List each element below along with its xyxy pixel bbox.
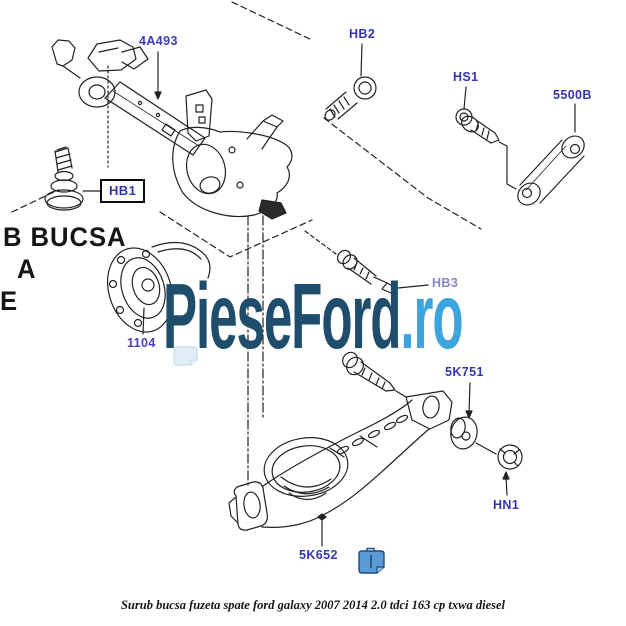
- bolt-hb3-drawing: [336, 249, 429, 294]
- construction-lines: [11, 1, 482, 488]
- cutoff-text-line2: A: [17, 254, 37, 284]
- part-label-bushing: 5K751: [445, 365, 484, 379]
- part-label-link: 5500B: [553, 88, 592, 102]
- subframe-drawing: [51, 39, 293, 220]
- lower-arm-5k652-drawing: [228, 390, 453, 531]
- nut-hn1-drawing: [497, 444, 523, 496]
- cutoff-text-line3: E: [0, 286, 19, 316]
- part-label-hub: 1104: [127, 336, 156, 350]
- link-5500b-drawing: [498, 103, 585, 206]
- watermark: PieseFord.ro: [163, 270, 464, 363]
- leader-lines: [154, 51, 510, 547]
- part-label-subframe: 4A493: [139, 34, 178, 48]
- part-label-hb2: HB2: [349, 27, 376, 41]
- bolt-hb1-drawing: [44, 146, 101, 211]
- part-label-hs1: HS1: [453, 70, 479, 84]
- cutoff-text-line1: B BUCSA: [3, 222, 127, 252]
- part-label-hb1: HB1: [100, 179, 146, 203]
- part-label-nut: HN1: [493, 498, 520, 512]
- watermark-tld: .ro: [400, 264, 463, 368]
- document-note-icon: [358, 547, 385, 574]
- arm-pivot-bolt-drawing: [342, 351, 407, 398]
- hub-1104-drawing: [107, 241, 211, 335]
- watermark-brand: PieseFord: [163, 264, 402, 368]
- screw-hs1-drawing: [455, 86, 500, 144]
- image-caption: Surub bucsa fuzeta spate ford galaxy 200…: [120, 598, 506, 612]
- part-label-arm: 5K652: [299, 548, 338, 562]
- part-label-hb3: HB3: [432, 276, 459, 290]
- bushing-5k751-drawing: [450, 416, 497, 455]
- document-note-icon-ghost: [173, 346, 198, 366]
- bolt-hb2-drawing: [324, 43, 377, 121]
